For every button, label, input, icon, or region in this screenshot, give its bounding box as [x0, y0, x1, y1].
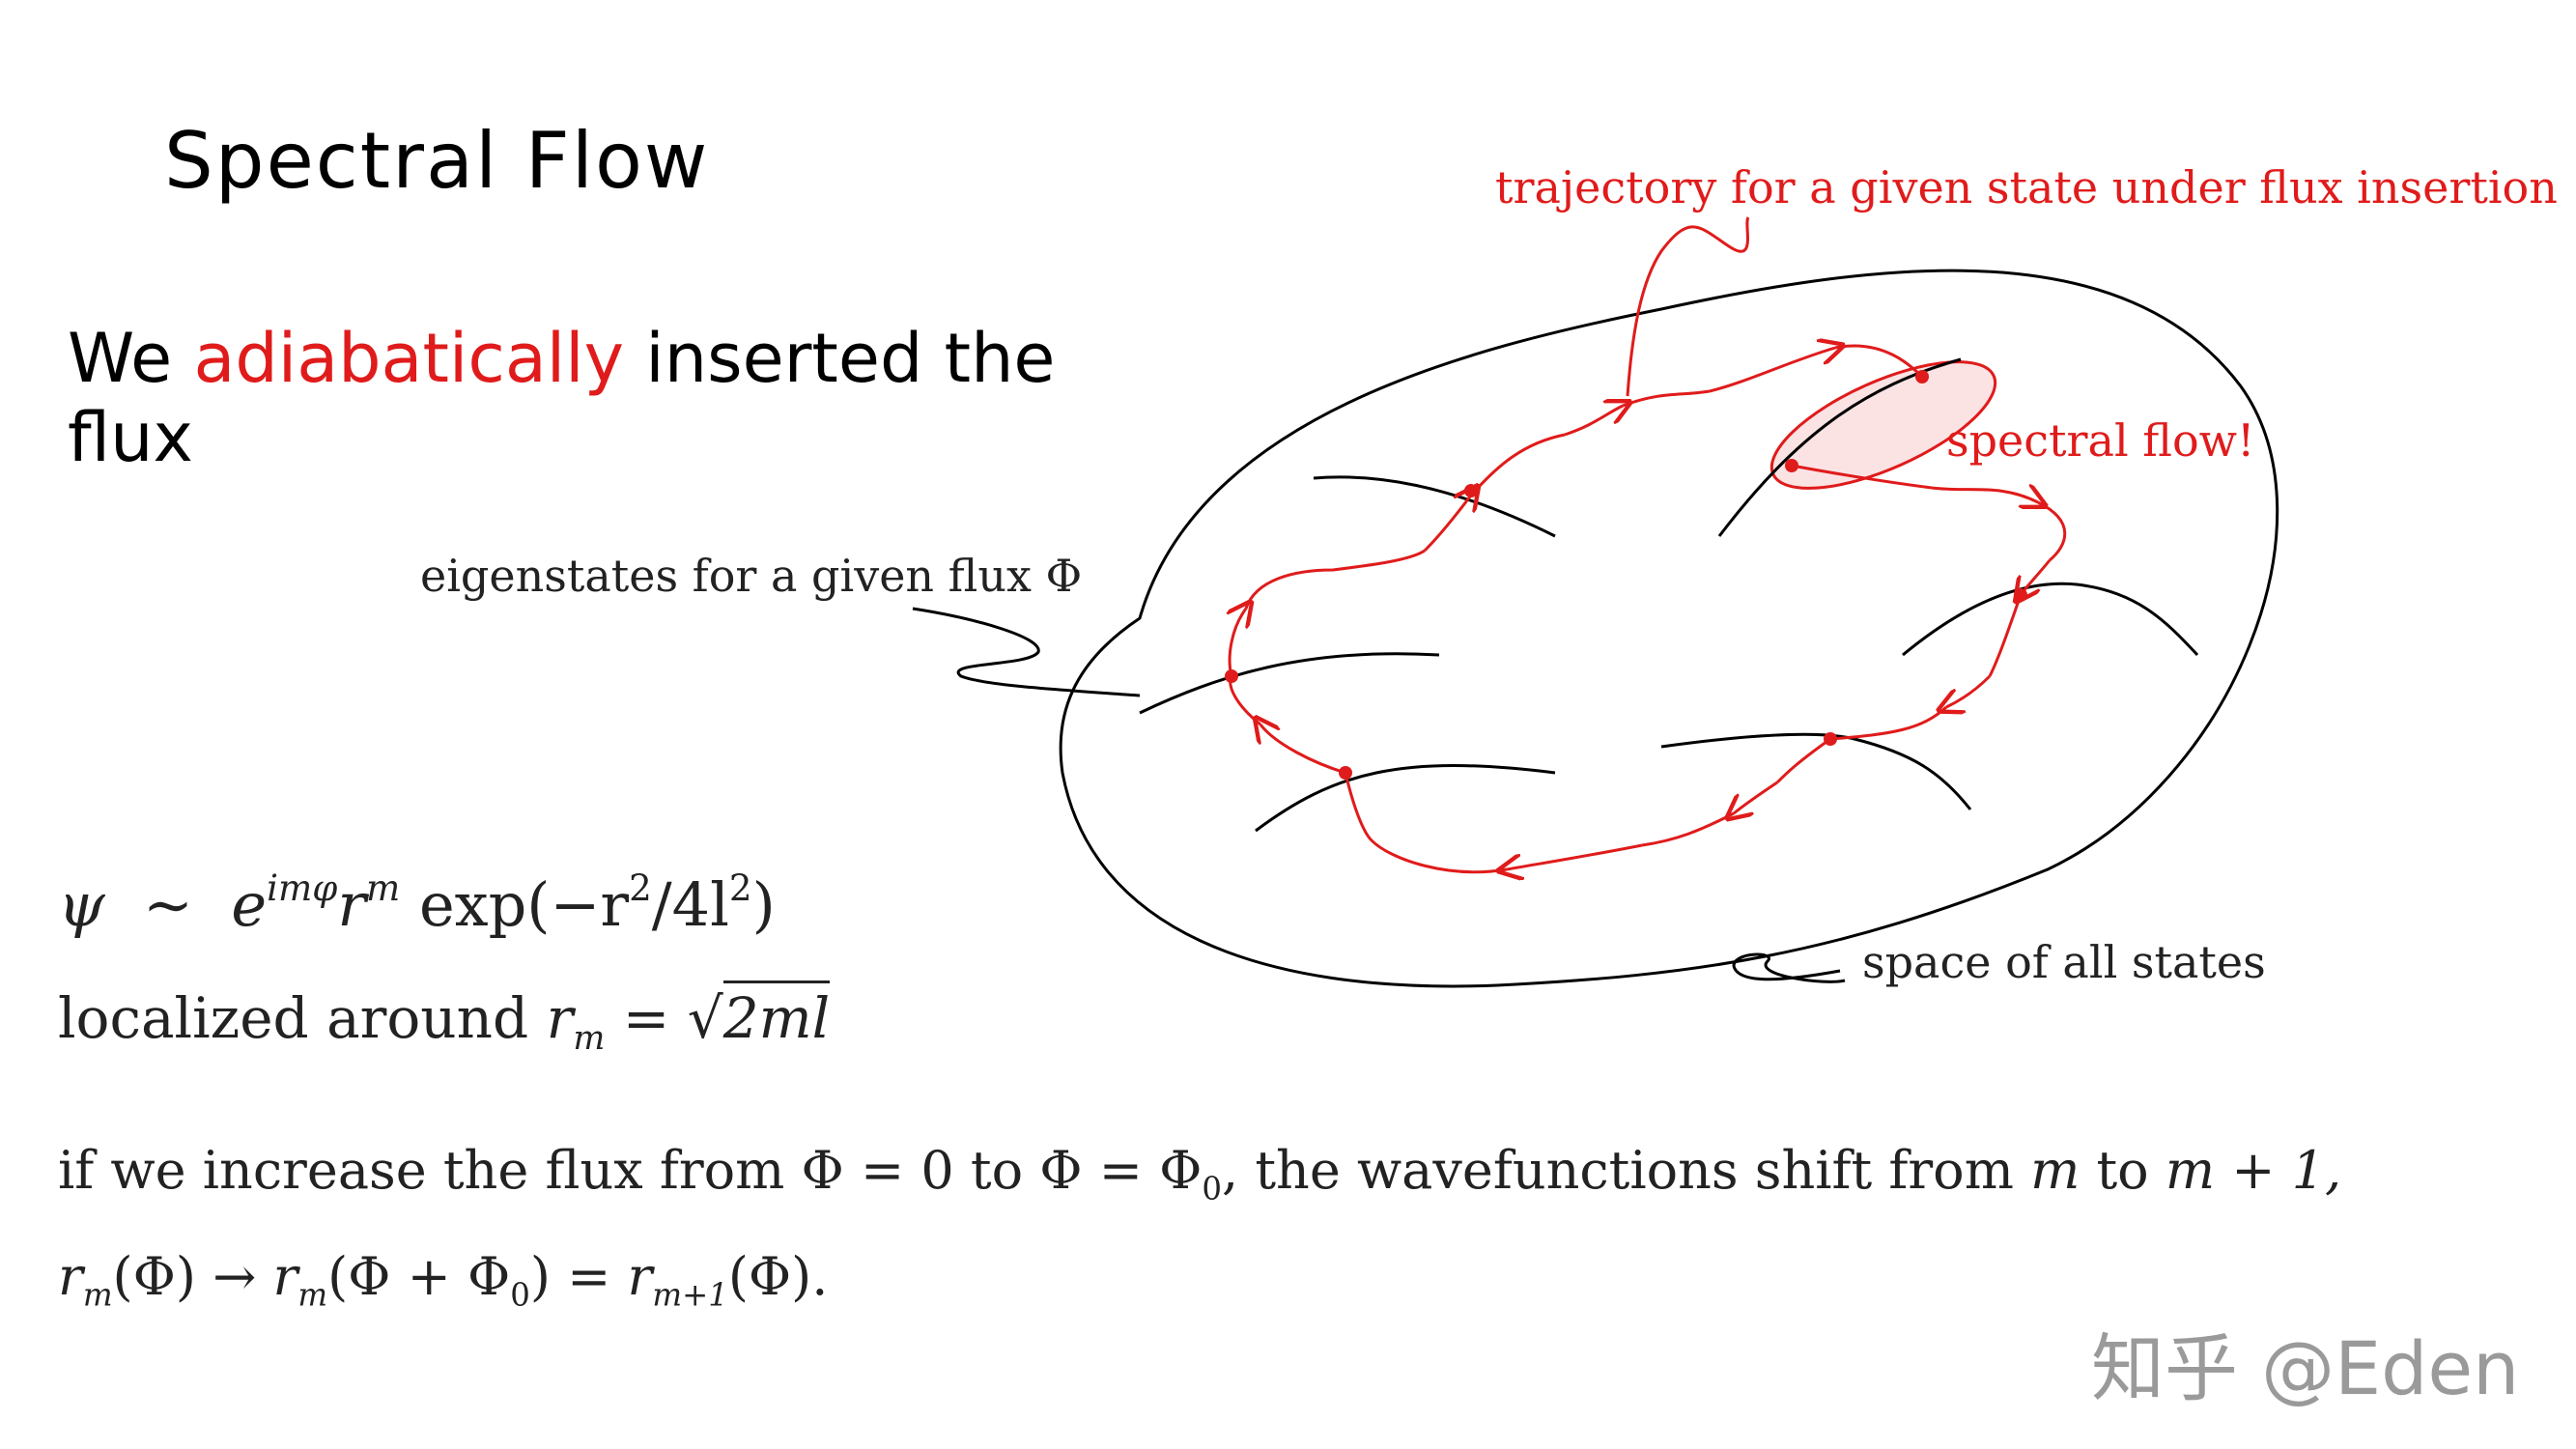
eigenstate-curve — [1313, 475, 1556, 538]
eigenstates-label: eigenstates for a given flux Φ — [420, 550, 1082, 602]
trajectory-segment — [1564, 406, 1623, 437]
intro-suffix: inserted the flux — [68, 319, 1056, 477]
intro-text: We adiabatically inserted the flux — [68, 319, 1072, 477]
wavefunction-equation: ψ ∼ eimφrm exp(−r2/4l2) — [58, 866, 776, 940]
flux-increase-statement: if we increase the flux from Φ = 0 to Φ … — [58, 1140, 2342, 1208]
trajectory-segment — [1946, 674, 1992, 707]
trajectory-label: trajectory for a given state under flux … — [1495, 161, 2558, 213]
trajectory-segment — [1423, 493, 1473, 553]
trajectory-segment — [1507, 843, 1643, 869]
state-space-boundary — [1059, 269, 2279, 988]
trajectory — [1229, 346, 2067, 874]
state-dot — [1915, 370, 1929, 384]
space-leader-line — [1732, 952, 1846, 983]
state-dot — [1339, 766, 1352, 780]
radius-shift-equation: rm(Φ) → rm(Φ + Φ0) = rm+1(Φ). — [58, 1246, 829, 1314]
trajectory-segment — [1260, 724, 1346, 775]
state-dot — [2014, 588, 2027, 602]
state-dot — [1464, 484, 1478, 497]
trajectory-segment — [2021, 559, 2052, 595]
trajectory-leader-line — [1626, 216, 1750, 397]
trajectory-segment — [1734, 781, 1778, 813]
trajectory-segment — [1791, 464, 1933, 490]
trajectory-segment — [1622, 389, 1711, 408]
eigenstate-curve — [1255, 764, 1556, 833]
trajectory-segment — [1931, 488, 2038, 502]
trajectory-segment — [1344, 772, 1508, 874]
trajectory-segment — [1641, 811, 1735, 847]
eigenstate-curve — [1902, 582, 2199, 657]
eigenstate-curve — [1139, 652, 1440, 715]
trajectory-segment — [1829, 705, 1948, 741]
trajectory-segment — [1709, 348, 1835, 393]
trajectory-segment — [1244, 549, 1426, 610]
state-space-label: space of all states — [1862, 936, 2266, 988]
trajectory-segment — [1775, 737, 1831, 784]
eigenstates-leader-line — [912, 607, 1141, 697]
trajectory-segment — [2037, 500, 2067, 562]
state-dots — [1225, 370, 2027, 780]
state-dot — [1785, 459, 1798, 472]
intro-highlight: adiabatically — [193, 319, 625, 398]
trajectory-segment — [1471, 433, 1566, 495]
eigenstate-curve — [1660, 732, 1972, 810]
trajectory-segment — [1230, 609, 1246, 677]
localization-equation: localized around rm = √2ml — [58, 980, 831, 1056]
spectral-flow-label: spectral flow! — [1946, 414, 2255, 467]
trajectory-segment — [1988, 594, 2023, 677]
state-dot — [1225, 669, 1238, 683]
watermark: 知乎 @Eden — [2091, 1325, 2520, 1411]
intro-prefix: We — [68, 319, 194, 398]
slide-title: Spectral Flow — [164, 116, 710, 206]
trajectory-segment — [1229, 675, 1261, 726]
state-dot — [1824, 732, 1837, 746]
